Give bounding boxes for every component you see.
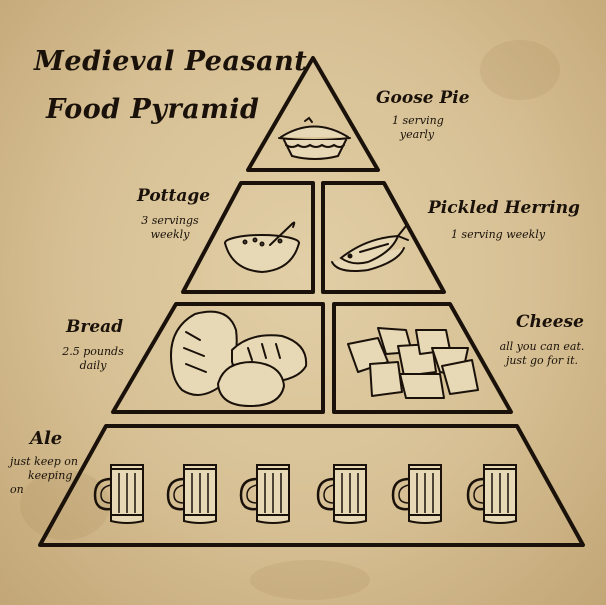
bread-serving: 2.5 pounds daily <box>58 345 128 373</box>
goose-pie-serving-line1: 1 serving <box>392 114 444 127</box>
bread-label: Bread <box>66 317 124 337</box>
ale-serving: just keep on keeping on <box>10 455 92 497</box>
pottage-serving: 3 servings weekly <box>134 214 206 242</box>
tier-pottage <box>181 181 315 294</box>
pickled-herring-label: Pickled Herring <box>428 198 580 218</box>
mug-icon <box>466 463 518 525</box>
pottage-serving-line2: weekly <box>150 228 190 241</box>
cheese-label: Cheese <box>516 312 584 332</box>
ale-serving-line1: just keep on <box>10 455 78 468</box>
bowl-icon <box>224 221 300 274</box>
parchment-stain <box>20 470 110 540</box>
bread-serving-line1: 2.5 pounds <box>62 345 124 358</box>
pottage-serving-line1: 3 servings <box>141 214 199 227</box>
ale-label: Ale <box>30 428 63 449</box>
tier-bread <box>111 302 325 414</box>
pickled-herring-serving: 1 serving weekly <box>450 228 546 241</box>
mug-icon <box>391 463 443 525</box>
pottage-label: Pottage <box>137 186 211 206</box>
ale-serving-line3: on <box>10 483 24 496</box>
fish-icon <box>331 225 409 272</box>
ale-serving-line2: keeping <box>28 469 73 482</box>
mug-icon <box>93 463 145 525</box>
parchment-stain <box>480 40 560 100</box>
page-title-line1: Medieval Peasant <box>34 46 308 77</box>
goose-pie-serving-line2: yearly <box>399 128 435 141</box>
mug-icon <box>166 463 218 525</box>
parchment-stain <box>250 560 370 600</box>
bread-icon <box>170 310 308 408</box>
page-title-line2: Food Pyramid <box>46 94 260 125</box>
cheese-serving-line2: just go for it. <box>505 354 579 367</box>
pie-icon <box>278 116 351 160</box>
tier-pickled-herring <box>321 181 446 294</box>
cheese-icon <box>347 327 479 399</box>
bread-serving-line2: daily <box>79 359 107 372</box>
tier-cheese <box>332 302 513 414</box>
cheese-serving-line1: all you can eat. <box>499 340 585 353</box>
goose-pie-label: Goose Pie <box>376 88 470 108</box>
mug-icon <box>316 463 368 525</box>
cheese-serving: all you can eat. just go for it. <box>493 340 591 368</box>
tier-goose-pie <box>246 56 380 172</box>
tier-ale <box>38 424 585 547</box>
mug-icon <box>239 463 291 525</box>
goose-pie-serving: 1 serving yearly <box>392 114 444 142</box>
